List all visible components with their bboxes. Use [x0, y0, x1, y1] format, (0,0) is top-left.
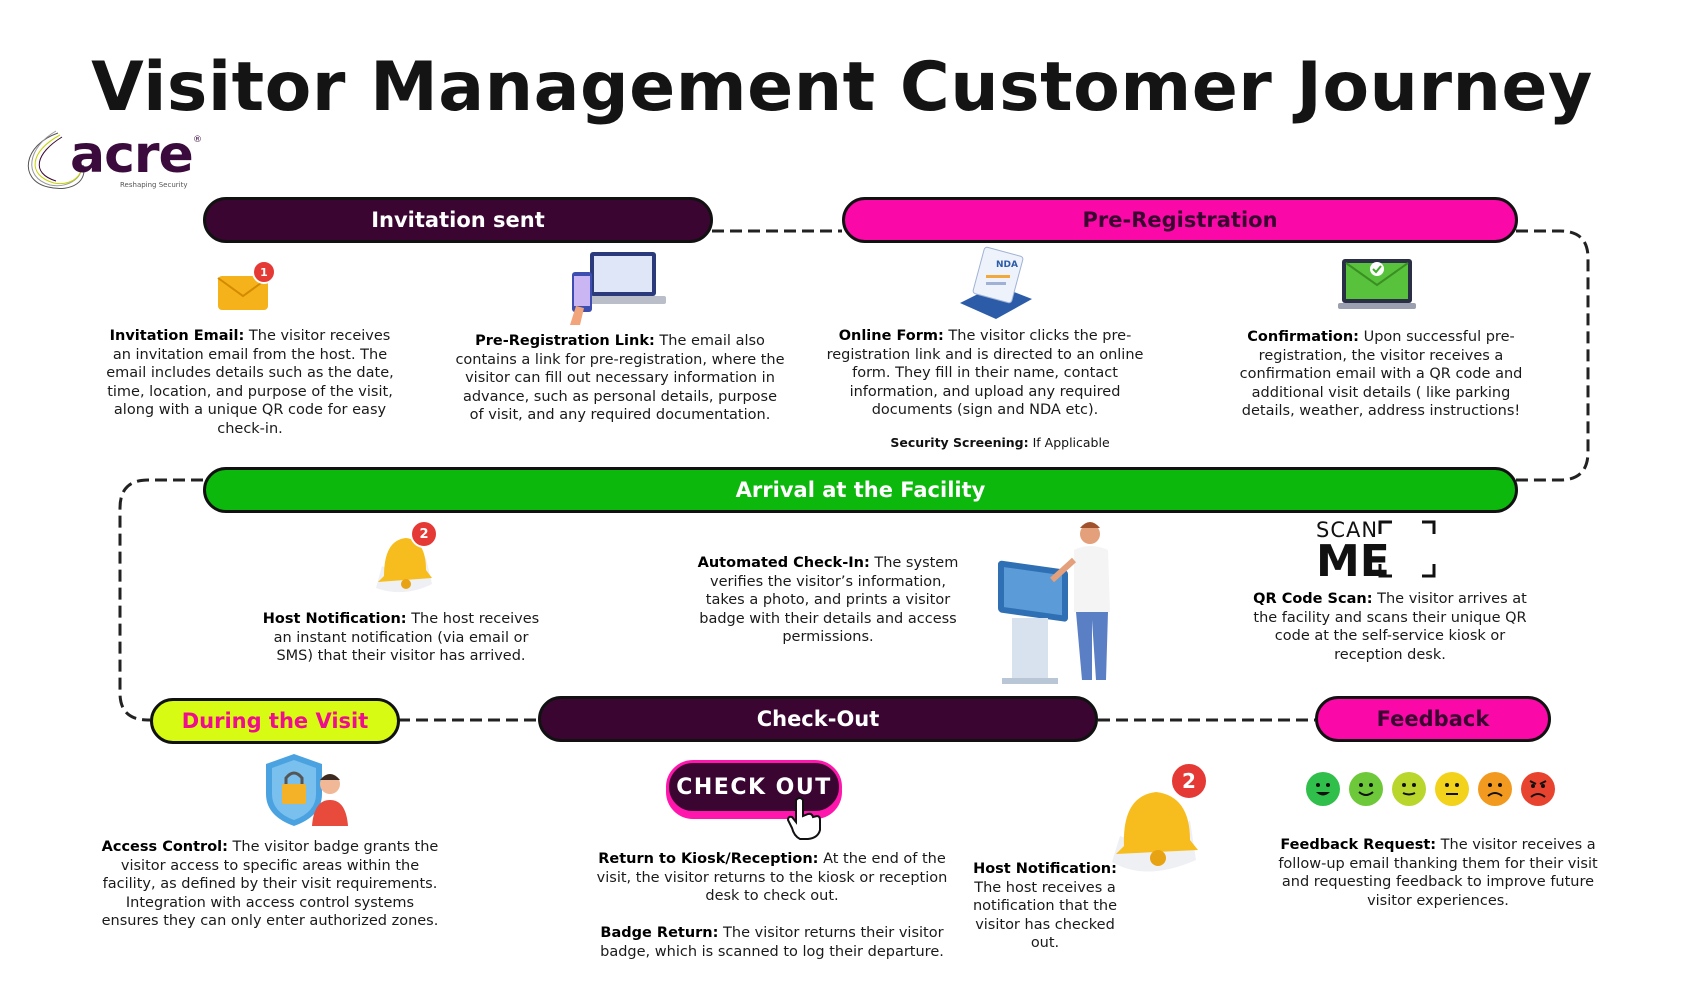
step-return-to-kiosk: Return to Kiosk/Reception: At the end of… — [596, 851, 948, 904]
step-host-notification-checkout: Host Notification: The host receives a n… — [972, 861, 1117, 951]
very-happy-face-icon[interactable] — [1306, 772, 1340, 806]
shield-lock-icon — [260, 754, 350, 830]
feedback-faces-icon — [1306, 772, 1566, 810]
step-badge-return: Badge Return: The visitor returns their … — [600, 925, 944, 960]
step-security-screening: Security Screening: If Applicable — [890, 435, 1110, 450]
svg-text:NDA: NDA — [996, 260, 1018, 270]
step-host-notification-arrival: Host Notification: The host receives an … — [262, 611, 540, 664]
me-text: ME — [1316, 536, 1390, 587]
qr-scan-icon: SCAN ME — [1316, 518, 1446, 587]
step-access-control: Access Control: The visitor badge grants… — [101, 839, 439, 929]
logo-registered-mark: ® — [193, 135, 202, 145]
stage-during-visit: During the Visit — [150, 698, 400, 744]
stage-arrival: Arrival at the Facility — [203, 467, 1518, 513]
check-out-button[interactable]: CHECK OUT — [666, 760, 842, 814]
nda-form-icon: NDA — [956, 245, 1036, 320]
scan-text: SCAN — [1316, 518, 1379, 542]
laptop-phone-icon — [570, 250, 670, 325]
bell-count-badge: 2 — [1170, 762, 1208, 800]
step-qr-code-scan: QR Code Scan: The visitor arrives at the… — [1253, 591, 1527, 663]
stage-pre-registration: Pre-Registration — [842, 197, 1518, 243]
step-online-form: Online Form: The visitor clicks the pre-… — [826, 328, 1144, 418]
stage-feedback: Feedback — [1315, 696, 1551, 742]
bell-icon: 2 — [364, 518, 444, 598]
bell-count-badge: 2 — [410, 520, 438, 548]
logo-wordmark: acre — [70, 125, 194, 185]
acre-logo: acre ® Reshaping Security — [18, 125, 208, 195]
sad-face-icon[interactable] — [1478, 772, 1512, 806]
stage-check-out: Check-Out — [538, 696, 1098, 742]
email-icon: 1 — [212, 258, 282, 318]
step-feedback-request: Feedback Request: The visitor receives a… — [1278, 837, 1598, 909]
confirmation-laptop-icon — [1338, 255, 1418, 315]
logo-tagline: Reshaping Security — [120, 181, 188, 189]
bell-icon: 2 — [1106, 762, 1216, 882]
neutral-face-icon[interactable] — [1435, 772, 1469, 806]
email-count-badge: 1 — [252, 260, 276, 284]
kiosk-person-icon — [982, 520, 1142, 685]
step-pre-registration-link: Pre-Registration Link: The email also co… — [455, 333, 785, 423]
logo-swirl-icon — [27, 130, 85, 189]
slightly-happy-face-icon[interactable] — [1392, 772, 1426, 806]
step-automated-check-in: Automated Check-In: The system verifies … — [697, 555, 959, 645]
happy-face-icon[interactable] — [1349, 772, 1383, 806]
pointer-hand-icon — [786, 796, 822, 840]
stage-invitation-sent: Invitation sent — [203, 197, 713, 243]
step-confirmation: Confirmation: Upon successful pre-regist… — [1239, 329, 1523, 419]
angry-face-icon[interactable] — [1521, 772, 1555, 806]
step-invitation-email: Invitation Email: The visitor receives a… — [106, 328, 394, 437]
page-title: Visitor Management Customer Journey — [91, 48, 1593, 127]
